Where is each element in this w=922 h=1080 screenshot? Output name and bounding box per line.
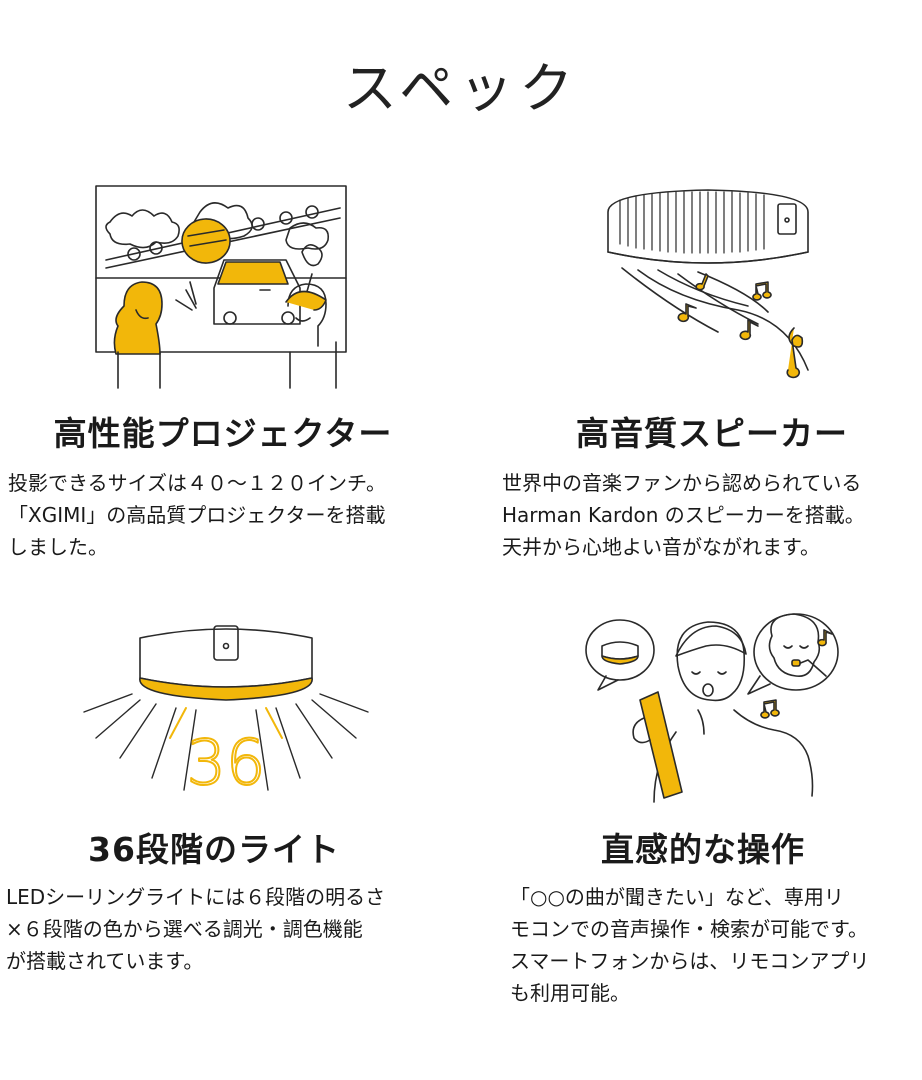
description-line: 「XGIMI」の高品質プロジェクターを搭載: [8, 503, 386, 527]
description-line: Harman Kardon のスピーカーを搭載。: [502, 503, 865, 527]
feature-projector: 高性能プロジェクター 投影できるサイズは４０〜１２０インチ。 「XGIMI」の高…: [8, 182, 438, 572]
feature-description: 投影できるサイズは４０〜１２０インチ。 「XGIMI」の高品質プロジェクターを搭…: [8, 467, 438, 563]
description-line: が搭載されています。: [6, 949, 204, 973]
description-line: 世界中の音楽ファンから認められている: [502, 471, 862, 495]
feature-light: 36 36段階のライト LEDシーリングライトには６段階の明るさ ×６段階の色か…: [0, 608, 440, 1008]
feature-heading: 直感的な操作: [601, 830, 805, 869]
description-line: 「○○の曲が聞きたい」など、専用リ: [510, 885, 844, 909]
page-title: スペック: [342, 57, 580, 120]
feature-speaker: 高音質スピーカー 世界中の音楽ファンから認められている Harman Kardo…: [502, 182, 922, 572]
description-line: スマートフォンからは、リモコンアプリ: [510, 949, 870, 973]
description-line: 天井から心地よい音がながれます。: [502, 535, 820, 559]
feature-description: LEDシーリングライトには６段階の明るさ ×６段階の色から選べる調光・調色機能 …: [6, 881, 446, 977]
feature-description: 世界中の音楽ファンから認められている Harman Kardon のスピーカーを…: [502, 467, 922, 563]
big-number-36: 36: [187, 726, 266, 799]
description-line: LEDシーリングライトには６段階の明るさ: [6, 885, 386, 909]
feature-voice-control: 直感的な操作 「○○の曲が聞きたい」など、専用リ モコンでの音声操作・検索が可能…: [508, 606, 922, 1026]
description-line: ×６段階の色から選べる調光・調色機能: [6, 917, 363, 941]
description-line: 投影できるサイズは４０〜１２０インチ。: [8, 471, 386, 495]
feature-description: 「○○の曲が聞きたい」など、専用リ モコンでの音声操作・検索が可能です。 スマー…: [510, 881, 922, 1009]
description-line: しました。: [8, 535, 108, 559]
ceiling-light-36-illustration: 36: [76, 608, 376, 808]
feature-heading: 36段階のライト: [88, 830, 340, 869]
speaker-music-illustration: [598, 182, 830, 388]
feature-heading: 高性能プロジェクター: [53, 414, 393, 453]
voice-remote-illustration: [584, 606, 850, 804]
description-line: モコンでの音声操作・検索が可能です。: [510, 917, 868, 941]
projector-scene-illustration: [90, 182, 352, 390]
description-line: も利用可能。: [510, 981, 630, 1005]
feature-heading: 高音質スピーカー: [576, 414, 848, 453]
